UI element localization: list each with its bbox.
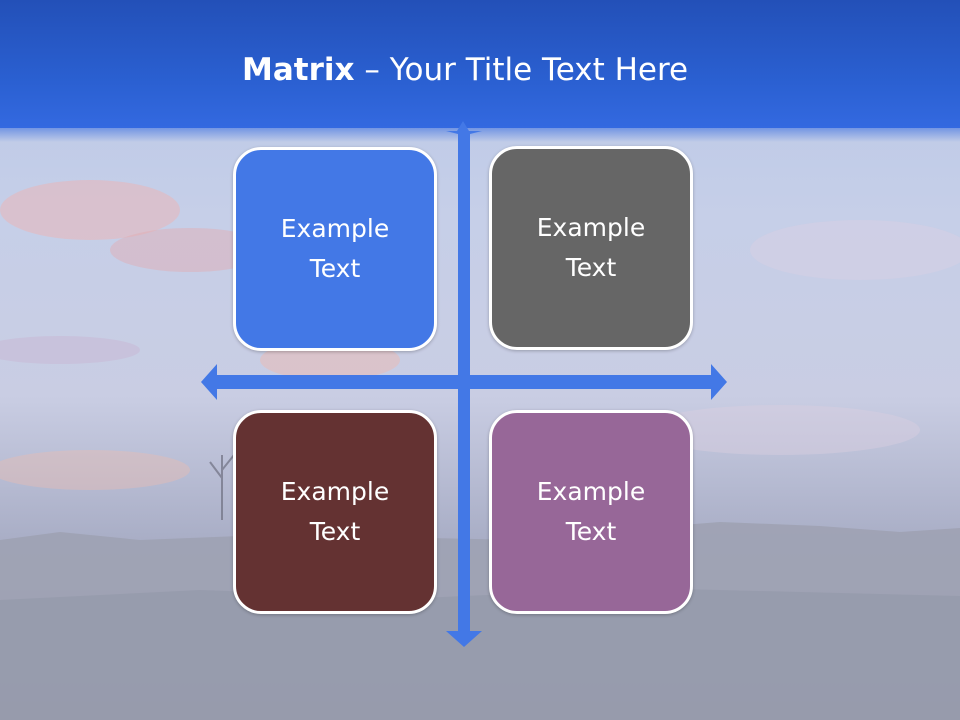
quadrant-top-left-label: Example Text (281, 209, 389, 289)
title-bar (0, 0, 960, 142)
quadrant-bottom-right-line1: Example (536, 477, 646, 506)
title-bold: Matrix (242, 52, 355, 88)
quadrant-top-right[interactable]: Example Text (489, 146, 693, 350)
quadrant-top-right-label: Example Text (537, 208, 645, 288)
quadrant-bottom-left-label: Example Text (281, 472, 389, 552)
title-text: – Your Title Text Here (354, 52, 689, 88)
quadrant-bottom-left[interactable]: Example Text (233, 410, 437, 614)
quadrant-top-right-line1: Example (536, 213, 646, 242)
quadrant-top-right-line2: Text (565, 253, 617, 282)
quadrant-bottom-right[interactable]: Example Text (489, 410, 693, 614)
slide-title[interactable]: Matrix – Your Title Text Here (242, 48, 688, 92)
quadrant-bottom-left-line1: Example (280, 477, 390, 506)
quadrant-bottom-left-line2: Text (309, 517, 361, 546)
quadrant-top-left-line1: Example (280, 214, 390, 243)
quadrant-bottom-right-line2: Text (565, 517, 617, 546)
quadrant-top-left-line2: Text (309, 254, 361, 283)
quadrant-top-left[interactable]: Example Text (233, 147, 437, 351)
quadrant-bottom-right-label: Example Text (537, 472, 645, 552)
axis-arrows (201, 121, 727, 647)
